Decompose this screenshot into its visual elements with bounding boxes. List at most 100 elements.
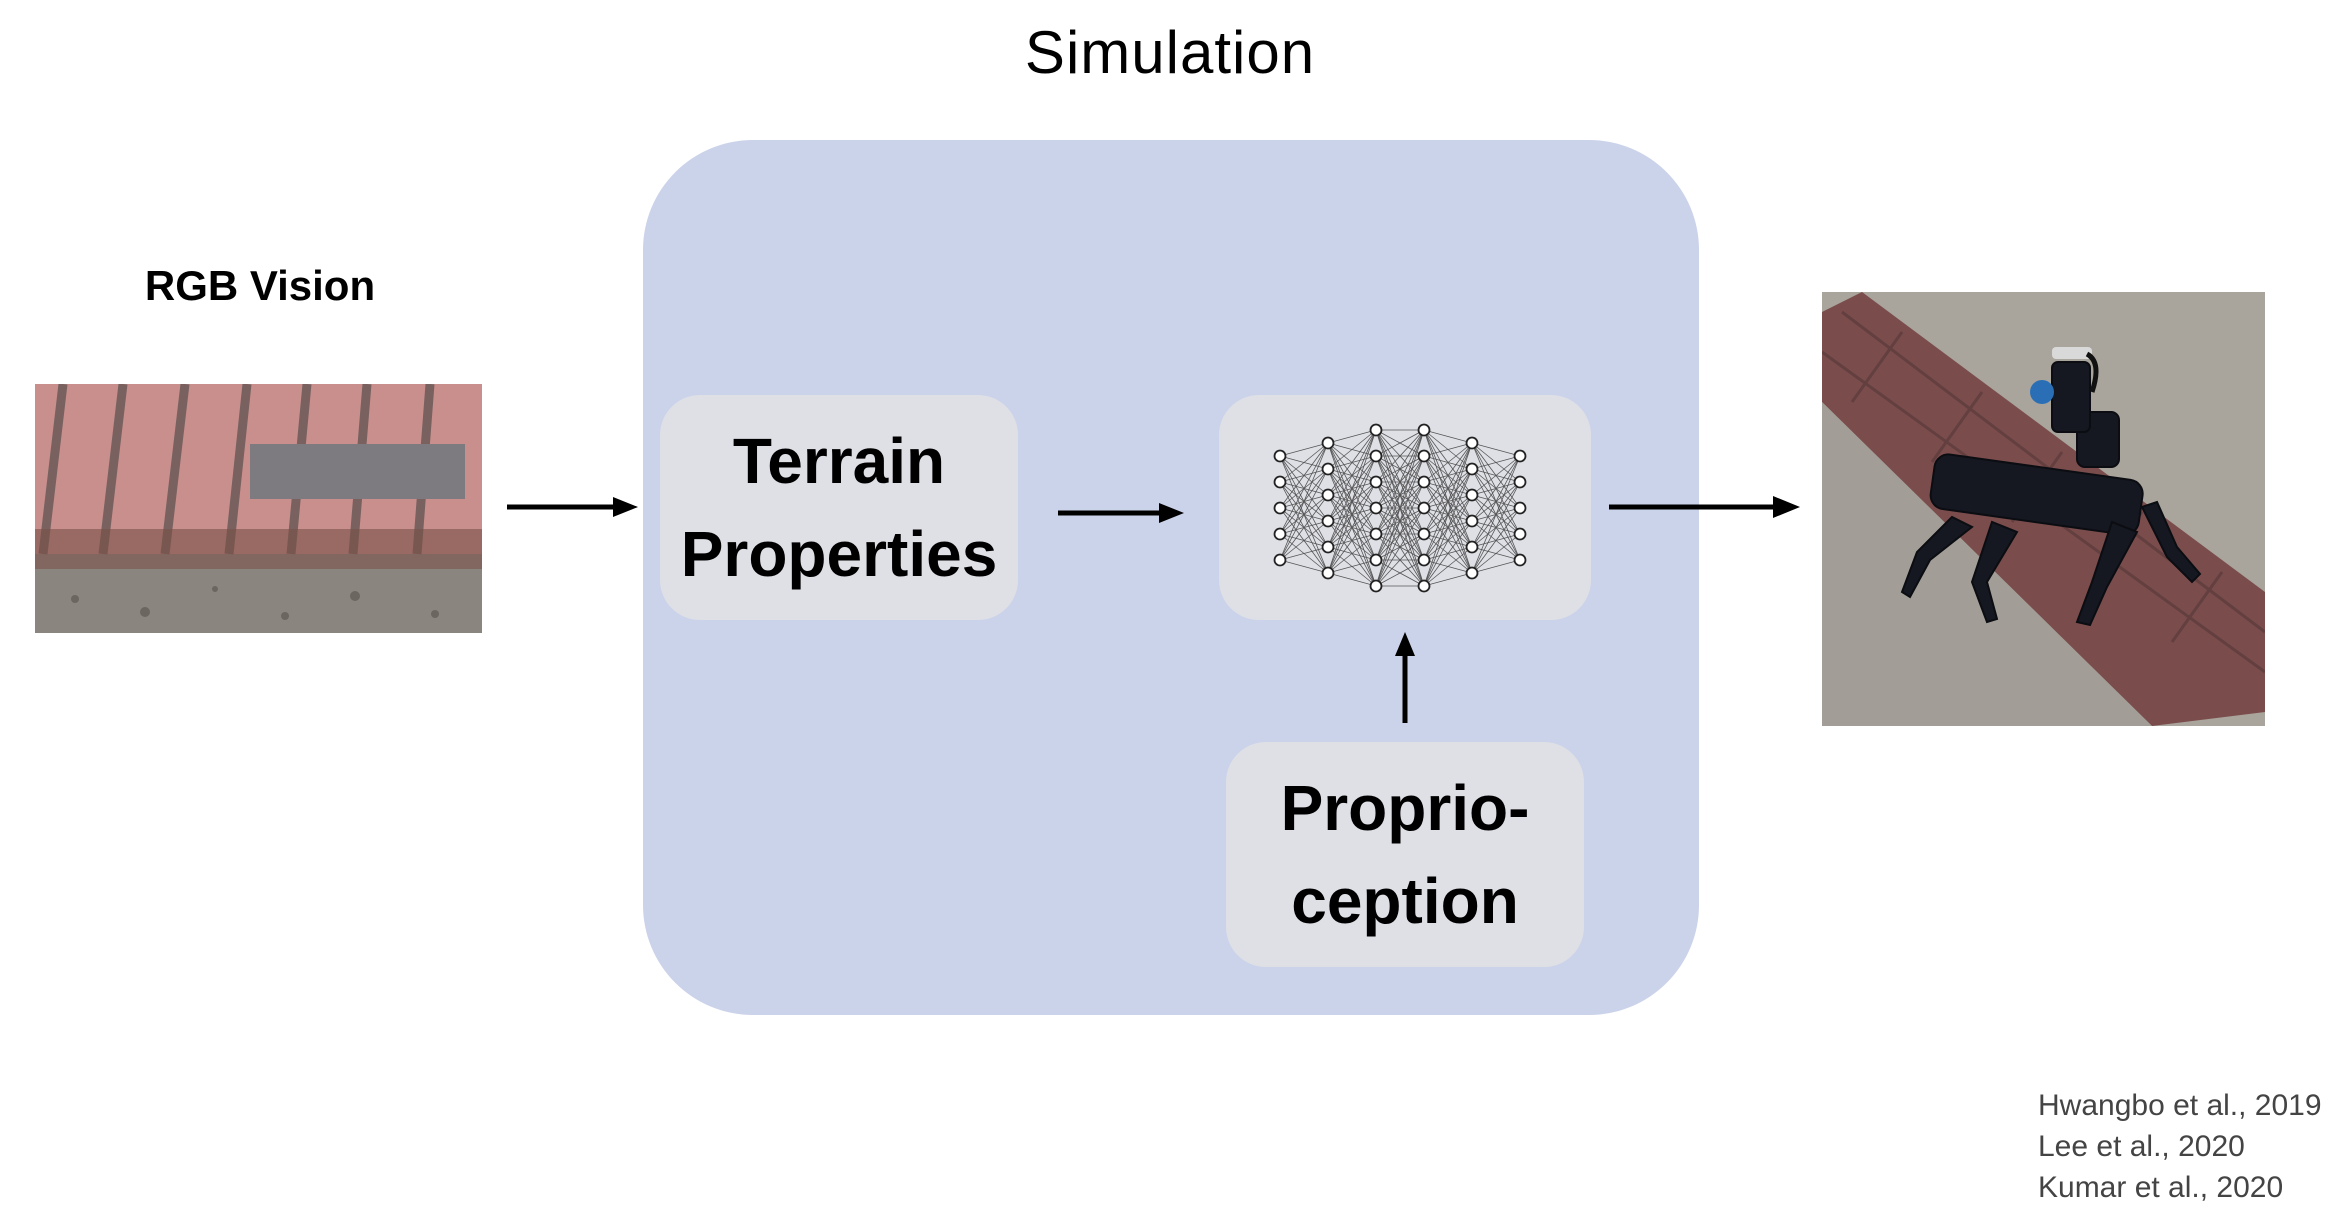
network-neuron <box>1465 540 1479 553</box>
network-neuron <box>1465 488 1479 501</box>
network-neuron <box>1513 501 1527 514</box>
network-edge <box>1327 429 1377 547</box>
network-edge <box>1471 455 1521 573</box>
network-edge <box>1327 572 1377 586</box>
network-edge <box>1327 481 1377 573</box>
terrain-properties-node: Terrain Properties <box>660 395 1018 620</box>
network-neuron <box>1273 501 1287 514</box>
terrain-line-1: Terrain <box>732 424 946 497</box>
network-edge <box>1471 455 1521 495</box>
network-edge <box>1471 559 1521 573</box>
network-edge <box>1279 442 1329 456</box>
network-neuron <box>1321 436 1335 449</box>
policy-network-node <box>1219 395 1591 620</box>
network-neuron <box>1417 423 1431 436</box>
robot-image <box>1822 292 2265 726</box>
network-edge <box>1327 429 1377 443</box>
rgb-camera-image <box>35 384 482 633</box>
network-edge <box>1423 442 1473 560</box>
network-neuron <box>1513 475 1527 488</box>
network-edge <box>1471 533 1521 573</box>
arrow-proprioception-to-policy <box>1395 632 1415 723</box>
network-edge <box>1327 533 1377 573</box>
network-edge <box>1279 442 1329 560</box>
network-edge <box>1375 429 1425 482</box>
citation-3: Kumar et al., 2020 <box>2038 1171 2284 1204</box>
network-edge <box>1327 559 1377 573</box>
network-neuron <box>1321 540 1335 553</box>
network-neuron <box>1369 553 1383 566</box>
citation-1: Hwangbo et al., 2019 <box>2038 1089 2322 1122</box>
network-neuron <box>1417 527 1431 540</box>
network-edge <box>1327 429 1377 521</box>
network-edge <box>1279 468 1329 560</box>
network-neuron <box>1465 566 1479 579</box>
network-edge <box>1375 455 1425 586</box>
network-edge <box>1279 494 1329 560</box>
network-edge <box>1375 429 1425 560</box>
proprioception-node: Proprio- ception <box>1226 742 1584 967</box>
network-edge <box>1423 442 1473 586</box>
network-edge <box>1471 507 1521 573</box>
network-edge <box>1471 455 1521 521</box>
neural-network-icon <box>1273 423 1527 592</box>
network-neuron <box>1417 449 1431 462</box>
network-edge <box>1327 429 1377 469</box>
network-neuron <box>1417 553 1431 566</box>
network-edge <box>1375 507 1425 586</box>
network-neuron <box>1465 462 1479 475</box>
network-edge <box>1327 507 1377 573</box>
network-neuron <box>1417 501 1431 514</box>
network-neuron <box>1513 527 1527 540</box>
citations: Hwangbo et al., 2019 Lee et al., 2020 Ku… <box>2038 1085 2338 1208</box>
network-edge <box>1279 442 1329 534</box>
network-edge <box>1279 546 1329 560</box>
network-edge <box>1327 429 1377 573</box>
network-edge <box>1375 429 1425 586</box>
network-edge <box>1471 481 1521 573</box>
network-neuron <box>1273 527 1287 540</box>
arrow-terrain-to-policy <box>1058 503 1184 523</box>
network-neuron <box>1369 527 1383 540</box>
network-edge <box>1327 455 1377 573</box>
network-edge <box>1423 494 1473 586</box>
network-neuron <box>1465 514 1479 527</box>
network-edge <box>1423 442 1473 508</box>
network-neuron <box>1369 449 1383 462</box>
network-edge <box>1423 442 1473 456</box>
network-edge <box>1423 546 1473 586</box>
network-edge <box>1375 429 1425 456</box>
network-edge <box>1279 442 1329 508</box>
network-edge <box>1423 520 1473 586</box>
network-edge <box>1375 429 1425 508</box>
network-neuron <box>1465 436 1479 449</box>
network-edge <box>1375 429 1425 534</box>
network-neuron <box>1513 553 1527 566</box>
network-neuron <box>1321 566 1335 579</box>
network-edge <box>1471 455 1521 469</box>
arrow-rgb-to-terrain <box>507 497 638 517</box>
network-neuron <box>1321 488 1335 501</box>
diagram-title: Simulation <box>1024 19 1316 86</box>
network-neuron <box>1273 449 1287 462</box>
network-edge <box>1423 442 1473 534</box>
network-edge <box>1423 429 1473 443</box>
network-edge <box>1423 442 1473 482</box>
network-neuron <box>1273 553 1287 566</box>
network-neuron <box>1369 475 1383 488</box>
network-neuron <box>1321 462 1335 475</box>
network-edge <box>1423 468 1473 586</box>
network-edge <box>1375 559 1425 586</box>
network-edge <box>1471 442 1521 456</box>
network-neuron <box>1369 423 1383 436</box>
arrow-policy-to-robot <box>1609 496 1800 518</box>
network-edge <box>1279 520 1329 560</box>
terrain-line-2: Properties <box>680 517 998 590</box>
network-neuron <box>1417 579 1431 592</box>
network-neuron <box>1369 501 1383 514</box>
network-neuron <box>1417 475 1431 488</box>
proprioception-line-2: ception <box>1291 864 1519 937</box>
network-neuron <box>1273 475 1287 488</box>
network-edge <box>1375 481 1425 586</box>
network-edge <box>1279 442 1329 482</box>
